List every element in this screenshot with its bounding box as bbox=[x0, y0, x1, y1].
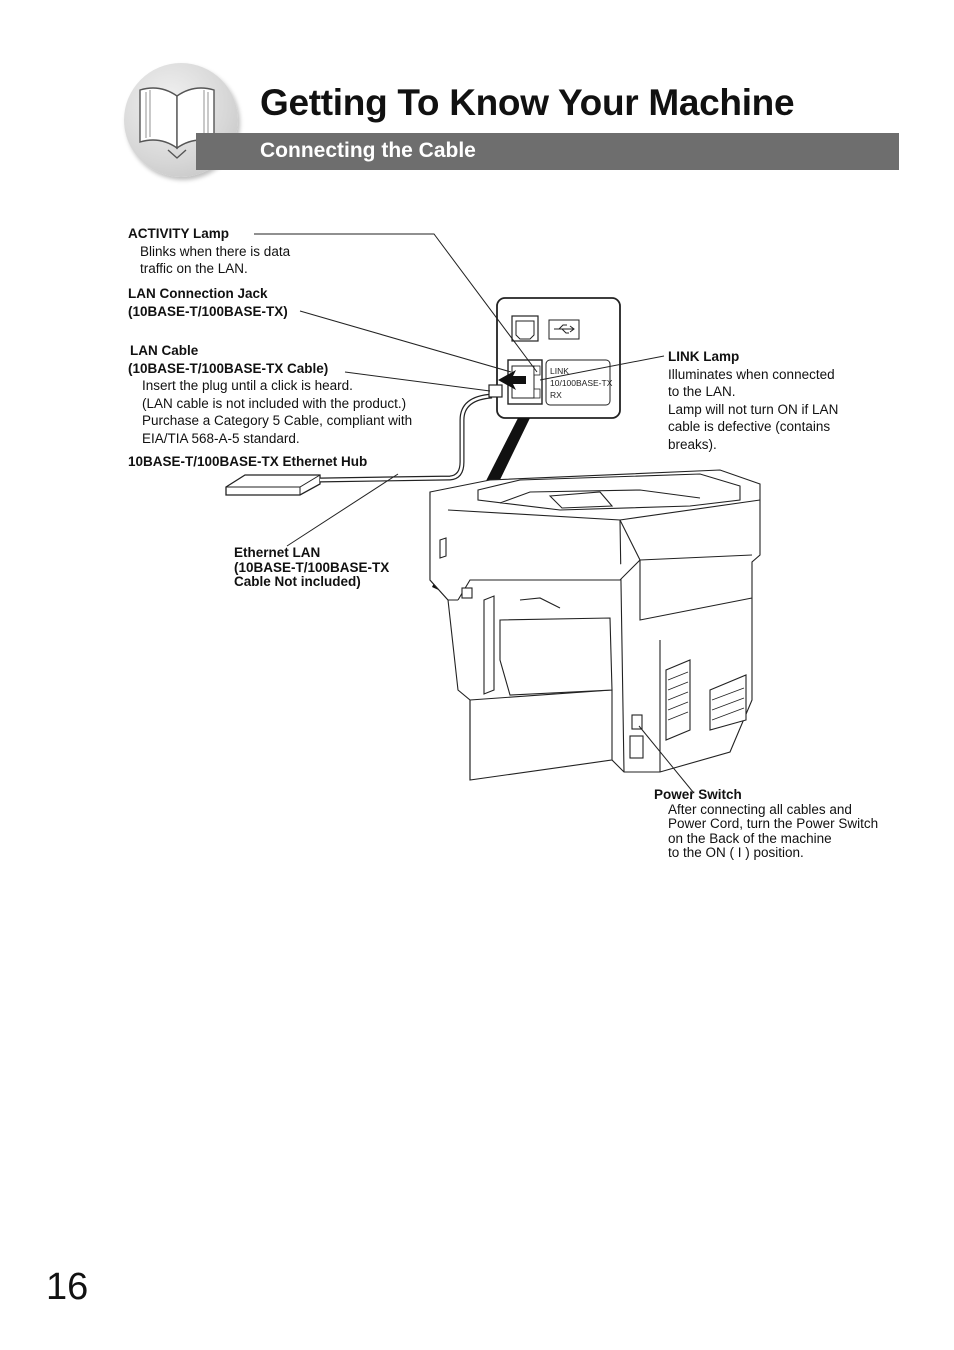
machine-rear-illustration bbox=[429, 469, 761, 781]
lan-cable-line: EIA/TIA 568-A-5 standard. bbox=[142, 430, 300, 446]
port-panel-enlargement: LINK 10/100BASE-TX RX bbox=[496, 297, 621, 419]
ethernet-lan-line: Ethernet LAN bbox=[234, 545, 321, 560]
lan-jack-subtitle: (10BASE-T/100BASE-TX) bbox=[128, 303, 288, 319]
lan-cable bbox=[319, 384, 503, 483]
lan-cable-title: LAN Cable bbox=[130, 343, 199, 358]
section-header-bar bbox=[196, 133, 899, 170]
leader-lan-jack bbox=[299, 310, 512, 373]
link-lamp-line: Illuminates when connected bbox=[668, 366, 835, 382]
ethernet-lan-line: (10BASE-T/100BASE-TX bbox=[234, 559, 390, 575]
link-lamp-line: Lamp will not turn ON if LAN bbox=[668, 401, 839, 417]
leader-activity-lamp bbox=[254, 233, 538, 373]
callout-lan-cable: LAN Cable (10BASE-T/100BASE-TX Cable) In… bbox=[128, 342, 412, 447]
link-lamp-line: to the LAN. bbox=[668, 384, 736, 399]
power-switch-line: to the ON ( I ) position. bbox=[668, 845, 804, 860]
insert-arrow bbox=[498, 370, 526, 390]
activity-lamp-title: ACTIVITY Lamp bbox=[128, 226, 230, 241]
power-switch bbox=[631, 714, 643, 730]
callout-lan-jack: LAN Connection Jack (10BASE-T/100BASE-TX… bbox=[128, 285, 288, 320]
link-lamp-title: LINK Lamp bbox=[668, 349, 740, 364]
lan-cable-line: Purchase a Category 5 Cable, compliant w… bbox=[142, 413, 413, 428]
callout-activity-lamp: ACTIVITY Lamp Blinks when there is data … bbox=[128, 225, 290, 278]
power-switch-line: on the Back of the machine bbox=[668, 830, 832, 846]
leader-power-switch bbox=[638, 725, 694, 793]
port-speed-text: 10/100BASE-TX bbox=[550, 378, 613, 388]
power-switch-title: Power Switch bbox=[654, 787, 742, 802]
leader-lines bbox=[254, 233, 694, 793]
lan-jack-title: LAN Connection Jack bbox=[128, 286, 268, 301]
power-switch-line: After connecting all cables and bbox=[668, 801, 852, 817]
lan-cable-subtitle: (10BASE-T/100BASE-TX Cable) bbox=[128, 360, 329, 376]
leader-lan-cable bbox=[344, 371, 491, 392]
callout-link-lamp: LINK Lamp Illuminates when connected to … bbox=[668, 348, 838, 453]
lan-plug bbox=[488, 384, 503, 398]
usb-b-port bbox=[511, 315, 539, 342]
open-book-icon bbox=[139, 87, 215, 159]
link-lamp-line: cable is defective (contains bbox=[668, 419, 831, 434]
ethernet-hub-title: 10BASE-T/100BASE-TX Ethernet Hub bbox=[128, 454, 368, 469]
page-number: 16 bbox=[46, 1266, 89, 1308]
activity-lamp-line: Blinks when there is data bbox=[140, 243, 291, 259]
lan-cable-line: (LAN cable is not included with the prod… bbox=[142, 395, 407, 411]
leader-ethernet-lan bbox=[286, 473, 399, 547]
leader-link-lamp bbox=[539, 355, 665, 381]
ethernet-hub bbox=[225, 474, 321, 496]
port-link-text: LINK bbox=[550, 366, 569, 376]
usb-icon bbox=[548, 319, 580, 340]
callout-ethernet-lan: Ethernet LAN (10BASE-T/100BASE-TX Cable … bbox=[234, 545, 390, 590]
page-title: Getting To Know Your Machine bbox=[260, 82, 795, 123]
callout-ethernet-hub: 10BASE-T/100BASE-TX Ethernet Hub bbox=[128, 453, 367, 471]
link-lamp-line: breaks). bbox=[668, 436, 717, 452]
power-switch-line: Power Cord, turn the Power Switch bbox=[668, 816, 879, 831]
lan-cable-line: Insert the plug until a click is heard. bbox=[142, 378, 353, 393]
section-title: Connecting the Cable bbox=[260, 139, 476, 162]
port-rx-text: RX bbox=[550, 390, 562, 400]
activity-lamp-line: traffic on the LAN. bbox=[140, 261, 248, 276]
ethernet-lan-line: Cable Not included) bbox=[234, 574, 361, 589]
callout-power-switch: Power Switch After connecting all cables… bbox=[654, 787, 879, 861]
